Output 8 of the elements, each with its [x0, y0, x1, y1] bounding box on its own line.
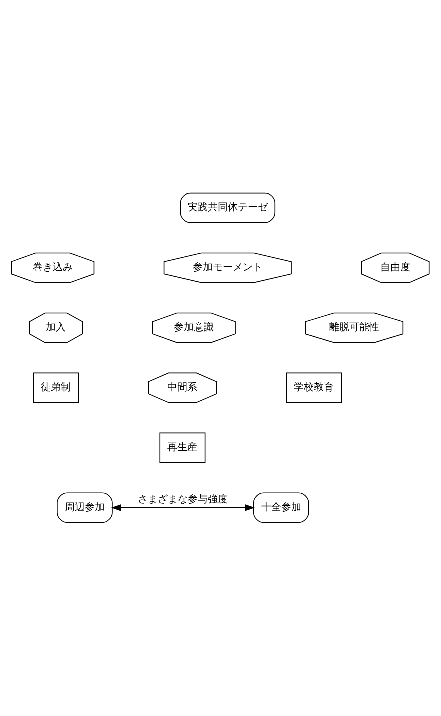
node-box: 学校教育: [286, 372, 342, 404]
edge-label: さまざまな参与強度: [138, 494, 228, 506]
node-box: 実践共同体テーゼ: [180, 192, 276, 224]
node-box: 十全参加: [253, 492, 310, 524]
arrow: [111, 504, 255, 512]
node-box: 徒弟制: [33, 372, 80, 404]
node-box: 再生産: [160, 432, 206, 464]
node-box: 周辺参加: [57, 492, 113, 524]
